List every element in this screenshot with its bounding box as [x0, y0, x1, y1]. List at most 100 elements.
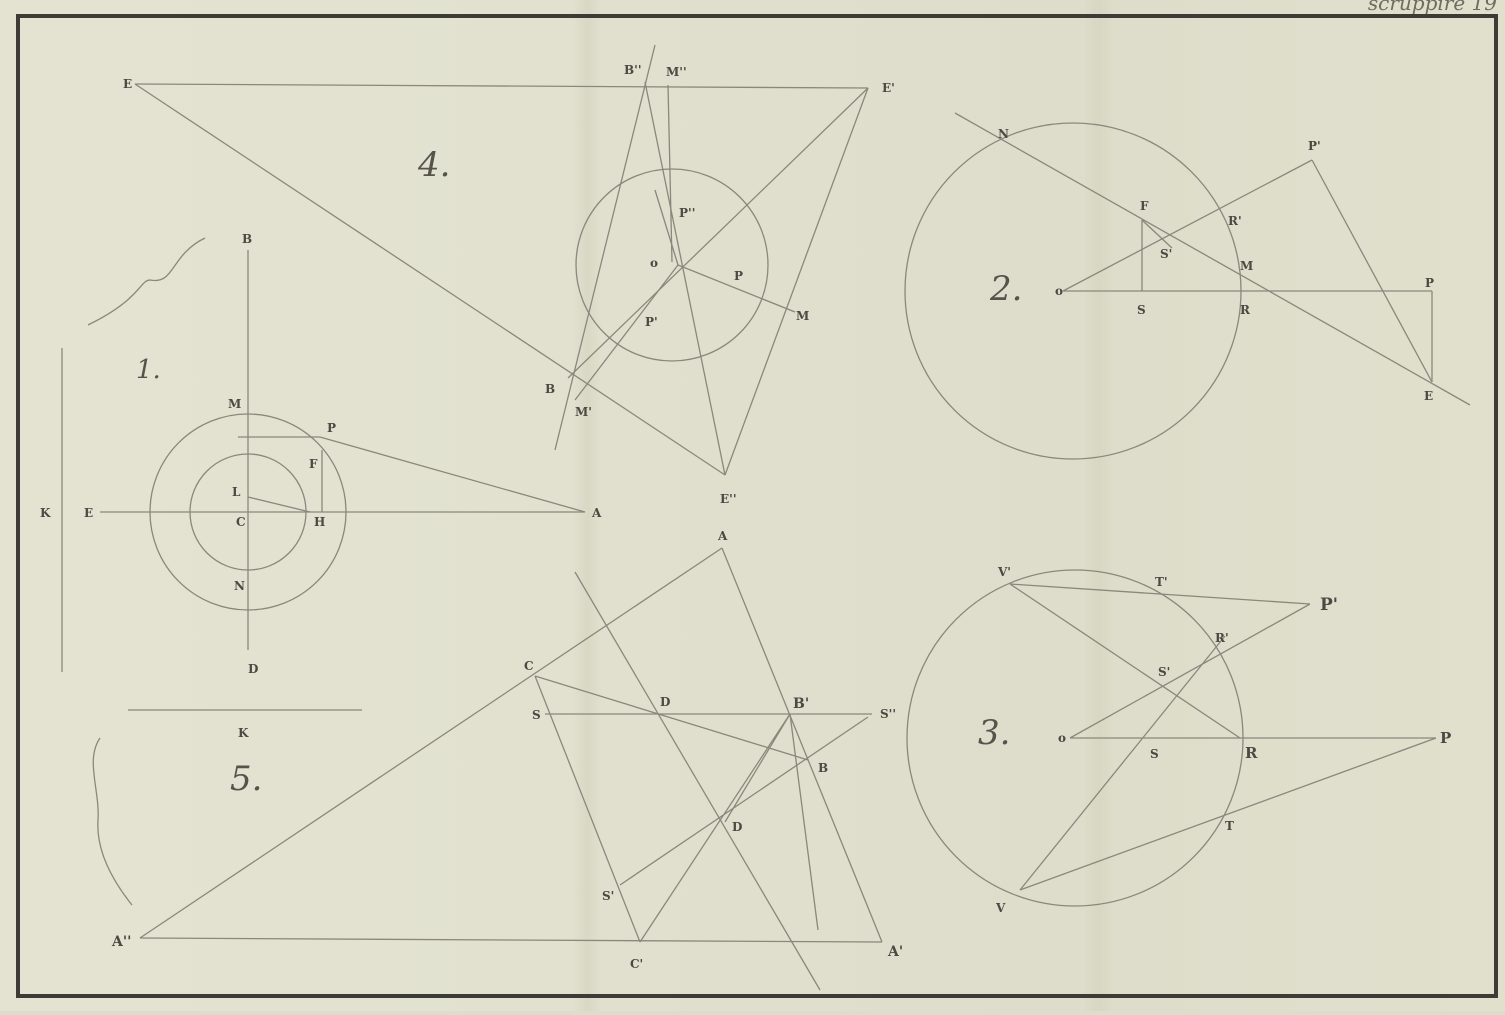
line-o-p1 [1069, 603, 1311, 739]
figure-1-number: 1. [136, 355, 161, 385]
plate-frame [16, 14, 1498, 998]
line-b2-m1 [554, 44, 656, 451]
label-b2: B'' [624, 63, 642, 77]
label-c: C [524, 659, 534, 673]
label-d1: D [660, 695, 670, 709]
label-o: o [1055, 284, 1063, 298]
label-b: B [545, 382, 555, 396]
line-e1-b [567, 87, 869, 379]
label-a: A [717, 529, 728, 543]
label-c: C [236, 515, 246, 529]
label-m: M [1240, 259, 1253, 273]
line-pa [319, 436, 586, 513]
label-b1: B' [793, 696, 809, 712]
label-f: F [1140, 199, 1149, 213]
label-b: B [818, 761, 828, 775]
line-e-e1 [134, 83, 869, 89]
label-p: P [734, 269, 743, 283]
figure-4: E B'' M'' E' P'' o P P' M B M' E'' 4. [123, 44, 895, 506]
label-m2: M'' [666, 65, 687, 79]
label-v: V [995, 901, 1006, 915]
label-h: H [314, 515, 325, 529]
line-o-m [677, 264, 796, 313]
figure-2: N P' F R' S' M P o S R E 2. [904, 112, 1471, 460]
circle-fig4 [575, 168, 769, 362]
line-b1-down [789, 713, 819, 931]
label-p2: P'' [679, 206, 695, 220]
label-p1: P' [1308, 139, 1321, 153]
label-k-bottom: K [238, 726, 249, 740]
label-a1: A' [887, 944, 903, 960]
label-d2: D [732, 820, 742, 834]
label-r1: R' [1228, 214, 1242, 228]
label-e: E [84, 506, 93, 520]
label-m: M [796, 309, 809, 323]
brace-mark [87, 237, 206, 326]
label-n: N [234, 579, 245, 593]
line-b2-e2 [644, 81, 726, 476]
line-v-r1 [1019, 635, 1226, 891]
label-s2: S'' [880, 707, 896, 721]
circle-inner [189, 453, 307, 571]
label-s: S [1150, 747, 1159, 761]
line-a-a2 [139, 547, 723, 939]
label-s: S [532, 708, 541, 722]
label-e2: E'' [720, 492, 737, 506]
label-t: T [1225, 819, 1234, 833]
label-s1: S' [602, 889, 614, 903]
line-v1-p1 [1009, 583, 1311, 605]
label-e: E [123, 77, 132, 91]
line-e1-e2 [724, 87, 869, 476]
line-c-b [534, 675, 809, 761]
label-a2: A'' [111, 934, 131, 950]
line-n-e [954, 112, 1471, 406]
figure-4-number: 4. [417, 145, 450, 185]
line-p1-e [1311, 159, 1433, 383]
label-p1: P' [1320, 595, 1338, 615]
circle-outer [149, 413, 347, 611]
line-o-p2 [654, 189, 679, 266]
label-p1: P' [645, 315, 658, 329]
label-a: A [591, 506, 602, 520]
label-p: P [1440, 729, 1451, 747]
label-r: R [1240, 303, 1251, 317]
line-d2-b1 [724, 713, 791, 823]
label-s: S [1137, 303, 1146, 317]
label-s1: S' [1160, 247, 1172, 261]
line-v-p [1019, 737, 1437, 891]
line-long-diagonal [574, 571, 821, 991]
line-o-m1 [574, 264, 679, 401]
line-lh [247, 496, 311, 513]
line-o-p1 [1062, 159, 1313, 292]
label-k-left: K [40, 506, 51, 520]
label-f: F [309, 457, 318, 471]
label-n: N [998, 127, 1009, 141]
figure-2-number: 2. [989, 269, 1022, 309]
figure-3-number: 3. [978, 713, 1010, 753]
label-r: R [1245, 744, 1258, 762]
line-v1-r [1009, 583, 1241, 739]
label-p: P [1425, 276, 1434, 290]
page-header: scruppire 19 [1367, 0, 1497, 15]
line-s1-s2 [619, 716, 869, 886]
figure-5: A C D B' S'' S B D S' A'' C' A' 5. [92, 529, 903, 991]
label-r1: R' [1215, 631, 1229, 645]
line-a2-a1 [139, 937, 883, 943]
figure-1: B M P F L K E C H A N D K 1. [40, 232, 602, 740]
label-t1: T' [1155, 575, 1168, 589]
label-e: E [1424, 389, 1433, 403]
line-c1-b1 [639, 713, 791, 943]
label-v1: V' [997, 565, 1011, 579]
label-m: M [228, 397, 241, 411]
brace-mark-5 [92, 737, 133, 906]
label-o: o [1058, 731, 1066, 745]
label-c1: C' [630, 957, 643, 971]
line-c-c1 [534, 675, 641, 943]
line-e-e2 [134, 83, 726, 476]
line-f-s1 [1141, 219, 1173, 249]
label-b: B [242, 232, 252, 246]
line-m2-p2 [667, 84, 673, 263]
label-l: L [232, 485, 241, 499]
